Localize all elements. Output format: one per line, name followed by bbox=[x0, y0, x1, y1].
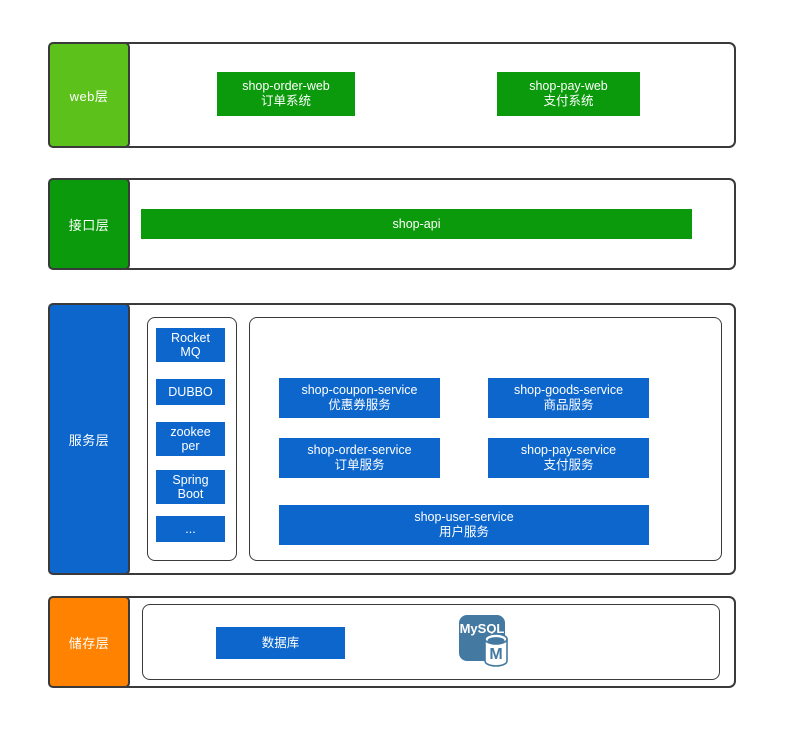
shop-goods-service-box[interactable]: shop-goods-service 商品服务 bbox=[488, 378, 649, 418]
shop-goods-service-title: shop-goods-service bbox=[513, 383, 624, 398]
tech-item-dubbo-line1: DUBBO bbox=[168, 384, 213, 399]
tech-item-springboot-line2: Boot bbox=[177, 487, 204, 501]
database-box[interactable]: 数据库 bbox=[216, 627, 345, 659]
shop-pay-web-box[interactable]: shop-pay-web 支付系统 bbox=[497, 72, 640, 116]
shop-user-service-title: shop-user-service bbox=[414, 510, 514, 525]
tech-item-more[interactable]: ... bbox=[156, 516, 225, 542]
shop-pay-web-title: shop-pay-web bbox=[529, 79, 608, 94]
shop-order-service-title: shop-order-service bbox=[307, 443, 412, 458]
shop-coupon-service-subtitle: 优惠券服务 bbox=[328, 398, 391, 412]
service-layer-tab[interactable]: 服务层 bbox=[48, 303, 130, 575]
shop-api-label: shop-api bbox=[392, 216, 441, 231]
shop-pay-web-subtitle: 支付系统 bbox=[543, 94, 594, 108]
svg-text:M: M bbox=[489, 646, 502, 663]
mysql-icon: MySQL M bbox=[458, 614, 512, 670]
storage-layer-tab[interactable]: 储存层 bbox=[48, 596, 130, 688]
service-layer-tab-label: 服务层 bbox=[68, 432, 110, 448]
shop-pay-service-subtitle: 支付服务 bbox=[543, 458, 594, 472]
tech-item-dubbo[interactable]: DUBBO bbox=[156, 379, 225, 405]
shop-order-web-title: shop-order-web bbox=[242, 79, 330, 94]
shop-goods-service-subtitle: 商品服务 bbox=[543, 398, 594, 412]
database-label: 数据库 bbox=[261, 635, 300, 650]
tech-item-springboot-line1: Spring bbox=[172, 472, 209, 487]
tech-item-rocketmq[interactable]: Rocket MQ bbox=[156, 328, 225, 362]
api-layer-tab[interactable]: 接口层 bbox=[48, 178, 130, 270]
shop-order-service-subtitle: 订单服务 bbox=[334, 458, 385, 472]
storage-layer-tab-label: 储存层 bbox=[68, 635, 110, 651]
tech-item-zookeeper[interactable]: zookee per bbox=[156, 422, 225, 456]
shop-order-web-subtitle: 订单系统 bbox=[260, 94, 311, 108]
tech-item-rocketmq-line1: Rocket bbox=[171, 330, 210, 345]
shop-api-box[interactable]: shop-api bbox=[141, 209, 692, 239]
api-layer-tab-label: 接口层 bbox=[68, 217, 110, 233]
tech-item-zookeeper-line2: per bbox=[181, 439, 200, 453]
tech-item-zookeeper-line1: zookee bbox=[170, 424, 211, 439]
tech-item-more-line1: ... bbox=[185, 521, 196, 536]
shop-coupon-service-box[interactable]: shop-coupon-service 优惠券服务 bbox=[279, 378, 440, 418]
svg-text:MySQL: MySQL bbox=[460, 621, 505, 636]
shop-pay-service-box[interactable]: shop-pay-service 支付服务 bbox=[488, 438, 649, 478]
tech-item-rocketmq-line2: MQ bbox=[180, 345, 201, 359]
shop-order-web-box[interactable]: shop-order-web 订单系统 bbox=[217, 72, 355, 116]
web-layer-tab[interactable]: web层 bbox=[48, 42, 130, 148]
tech-item-springboot[interactable]: Spring Boot bbox=[156, 470, 225, 504]
web-layer-tab-label: web层 bbox=[69, 88, 109, 104]
shop-order-service-box[interactable]: shop-order-service 订单服务 bbox=[279, 438, 440, 478]
shop-coupon-service-title: shop-coupon-service bbox=[301, 383, 418, 398]
shop-pay-service-title: shop-pay-service bbox=[520, 443, 617, 458]
shop-user-service-box[interactable]: shop-user-service 用户服务 bbox=[279, 505, 649, 545]
shop-user-service-subtitle: 用户服务 bbox=[438, 525, 489, 539]
